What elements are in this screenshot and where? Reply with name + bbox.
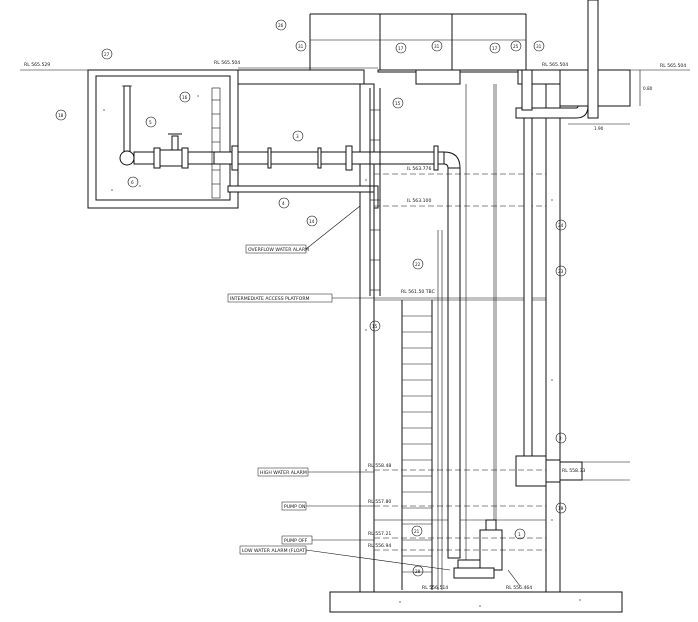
- inlet-and-vent: RL 558.33: [515, 0, 630, 487]
- tag-4: 4: [282, 201, 285, 206]
- tag-15: 15: [395, 101, 401, 106]
- rl-left-label: RL 565.529: [24, 62, 50, 68]
- il-upper-label: IL 563.776: [407, 166, 431, 172]
- il-lower-label: IL 563.100: [407, 198, 431, 204]
- bend-fitting: [119, 150, 135, 166]
- tag-31c: 31: [536, 44, 542, 49]
- valve-chamber: RL 565.529: [20, 62, 239, 209]
- rl-bottom-left-label: RL 556.514: [422, 585, 448, 591]
- tag-23: 23: [558, 269, 564, 274]
- tag-15b: 15: [372, 324, 378, 329]
- low-alarm-callout: LOW WATER ALARM (FLOAT): [242, 548, 307, 554]
- hatch-cover: [415, 69, 461, 85]
- tag-2: 2: [559, 436, 562, 441]
- tag-17a: 17: [398, 46, 404, 51]
- tag-21: 21: [414, 529, 420, 534]
- item-tags: 26 27 18 16 5 6 4 14 3 15 17 17 31 31 31…: [55, 19, 567, 577]
- tag-25: 25: [513, 44, 519, 49]
- rl-platform-label: RL 561.50 TBC: [401, 289, 435, 295]
- tag-6: 6: [131, 180, 134, 185]
- gate-valve: [159, 149, 183, 167]
- rl-low-label: RL 556.94: [368, 543, 391, 549]
- pump-off-callout: PUMP OFF: [284, 538, 308, 544]
- tag-16: 16: [182, 95, 188, 100]
- rl-top-far-label: RL 565.504: [660, 63, 686, 69]
- rl-high-label: RL 558.48: [368, 463, 391, 469]
- intermediate-platform-callout: INTERMEDIATE ACCESS PLATFORM: [230, 296, 310, 302]
- rl-inlet-label: RL 558.33: [562, 468, 585, 474]
- pump-assembly: RL 558.48 RL 557.80 RL 557.21 RL 556.94 …: [368, 463, 546, 591]
- vent-pipe: [587, 0, 599, 119]
- pump-on-callout: PUMP ON: [284, 504, 305, 510]
- rl-top-right-label: RL 565.504: [542, 62, 568, 68]
- roof-slab: RL 565.504: [214, 13, 527, 85]
- right-wall: [545, 83, 561, 593]
- inlet-pipe: [545, 459, 561, 483]
- tag-1: 1: [518, 532, 521, 537]
- overflow-alarm-callout: OVERFLOW WATER ALARM: [248, 247, 309, 253]
- rl-bottom-right-label: RL 556.464: [506, 585, 532, 591]
- tag-22: 22: [415, 262, 421, 267]
- tag-14: 14: [309, 219, 315, 224]
- tag-19: 19: [558, 506, 564, 511]
- callout-labels: OVERFLOW WATER ALARM INTERMEDIATE ACCESS…: [227, 205, 451, 571]
- tag-24: 24: [558, 223, 564, 228]
- tag-5: 5: [149, 120, 152, 125]
- rl-pump-off-label: RL 557.21: [368, 531, 391, 537]
- tag-31a: 31: [298, 44, 304, 49]
- depth-dim: 0.80: [643, 86, 653, 91]
- tag-26: 26: [278, 23, 284, 28]
- tag-31b: 31: [434, 44, 440, 49]
- tag-17b: 17: [492, 46, 498, 51]
- rising-main: IL 563.776 IL 563.100: [213, 145, 546, 559]
- high-alarm-callout: HIGH WATER ALARM: [260, 470, 307, 476]
- tag-18: 18: [58, 113, 64, 118]
- base-slab: [329, 591, 623, 613]
- overflow-pipe: [227, 185, 375, 193]
- tag-28: 28: [415, 569, 421, 574]
- width-dim: 1.90: [594, 126, 604, 131]
- rl-pump-on-label: RL 557.80: [368, 499, 391, 505]
- access-ladders: RL 561.50 TBC: [369, 84, 546, 590]
- rl-top-mid-label: RL 565.504: [214, 60, 240, 66]
- vertical-rising-main: [447, 167, 461, 559]
- tag-3: 3: [296, 134, 299, 139]
- wet-well: RL 565.504 RL 565.504 0.80 1.90: [329, 62, 690, 613]
- lower-ladder: [401, 300, 433, 590]
- tag-27: 27: [104, 52, 110, 57]
- check-valve: [133, 151, 155, 165]
